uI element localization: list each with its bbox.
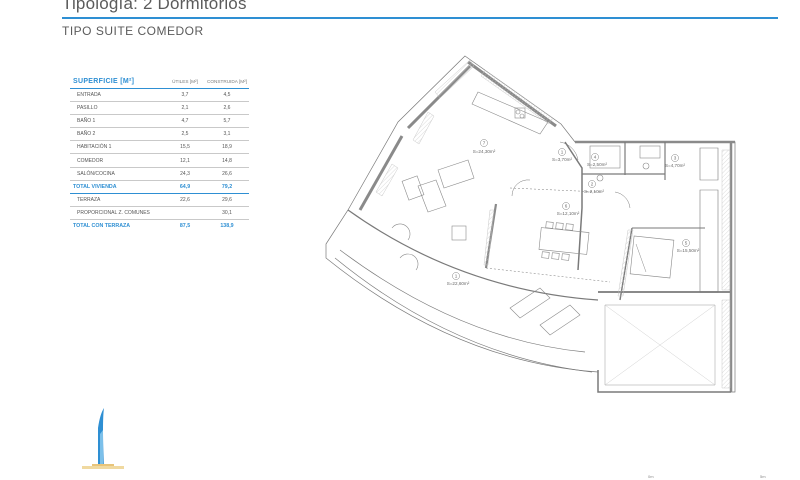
room-area: S=24,30m² (473, 149, 496, 154)
row-construida: 79,2 (205, 180, 249, 194)
row-utiles (165, 206, 205, 220)
row-name: TOTAL VIVIENDA (70, 180, 165, 194)
row-name: COMEDOR (70, 153, 165, 168)
row-construida: 138,9 (220, 222, 234, 229)
page-subtitle: TIPO SUITE COMEDOR (62, 24, 204, 38)
table-row: PROPORCIONAL Z. COMUNES 30,1 (70, 206, 249, 220)
room-number: 1 (455, 274, 458, 279)
row-name: ENTRADA (70, 88, 165, 103)
surface-table-header-row: SUPERFICIE [M²] ÚTILES [M²] CONSTRUIDA [… (70, 77, 249, 89)
row-construida: 14,8 (205, 153, 249, 168)
room-labels: 7 S=24,30m² 1 S=3,70m² 4 S=2,50m² 3 S=4,… (447, 139, 700, 286)
room-number: 2 (591, 182, 594, 187)
plan-furniture (391, 91, 675, 336)
col-utiles-header: ÚTILES [M²] (172, 79, 198, 84)
row-name: TOTAL CON TERRAZA (73, 222, 131, 229)
row-construida: 3,1 (205, 127, 249, 142)
row-construida: 18,9 (205, 140, 249, 155)
row-construida: 5,7 (205, 114, 249, 129)
title-divider (62, 17, 778, 19)
room-number: 6 (565, 204, 568, 209)
col-construida-header: CONSTRUIDA [M²] (206, 79, 248, 84)
room-number: 1 (561, 150, 564, 155)
row-utiles: 2,1 (165, 101, 205, 116)
row-construida: 29,6 (205, 193, 249, 207)
scale-start: 0m (648, 474, 654, 479)
row-name: HABITACIÓN 1 (70, 140, 165, 155)
row-name: BAÑO 2 (70, 127, 165, 142)
room-area: S=12,10m² (557, 211, 580, 216)
row-construida: 26,6 (205, 167, 249, 181)
row-name: PROPORCIONAL Z. COMUNES (70, 206, 165, 220)
title-label: Tipología: (62, 0, 139, 13)
room-area: S=3,70m² (552, 157, 573, 162)
tower-logo-icon (82, 408, 124, 469)
row-construida: 4,5 (205, 88, 249, 103)
row-utiles: 15,5 (165, 140, 205, 155)
row-utiles: 64,9 (165, 180, 205, 194)
row-utiles: 24,3 (165, 167, 205, 181)
room-area: S=22,60m² (447, 281, 470, 286)
page-title: Tipología: 2 Dormitorios (62, 0, 247, 14)
room-area: S=2,10m² (584, 189, 605, 194)
row-name: TERRAZA (70, 193, 165, 207)
row-construida: 30,1 (205, 206, 249, 220)
scale-end: 5m (760, 474, 766, 479)
plan-hatch (375, 59, 731, 389)
row-utiles: 2,5 (165, 127, 205, 142)
room-area: S=15,50m² (677, 248, 700, 253)
total-terraza-row: TOTAL CON TERRAZA 87,5 138,9 (70, 219, 249, 232)
row-name: PASILLO (70, 101, 165, 116)
surface-header: SUPERFICIE [M²] (73, 78, 135, 85)
row-name: SALÓN/COCINA (70, 167, 165, 181)
title-value: 2 Dormitorios (142, 0, 247, 13)
room-number: 7 (483, 141, 486, 146)
room-number: 4 (594, 155, 597, 160)
row-utiles: 4,7 (165, 114, 205, 129)
row-utiles: 87,5 (179, 222, 191, 229)
room-number: 5 (685, 241, 688, 246)
row-utiles: 12,1 (165, 153, 205, 168)
row-utiles: 3,7 (165, 88, 205, 103)
row-construida: 2,6 (205, 101, 249, 116)
room-area: S=4,70m² (665, 163, 686, 168)
row-utiles: 22,6 (165, 193, 205, 207)
surface-table: SUPERFICIE [M²] ÚTILES [M²] CONSTRUIDA [… (70, 77, 249, 232)
room-area: S=2,50m² (587, 162, 608, 167)
row-name: BAÑO 1 (70, 114, 165, 129)
room-number: 3 (674, 156, 677, 161)
